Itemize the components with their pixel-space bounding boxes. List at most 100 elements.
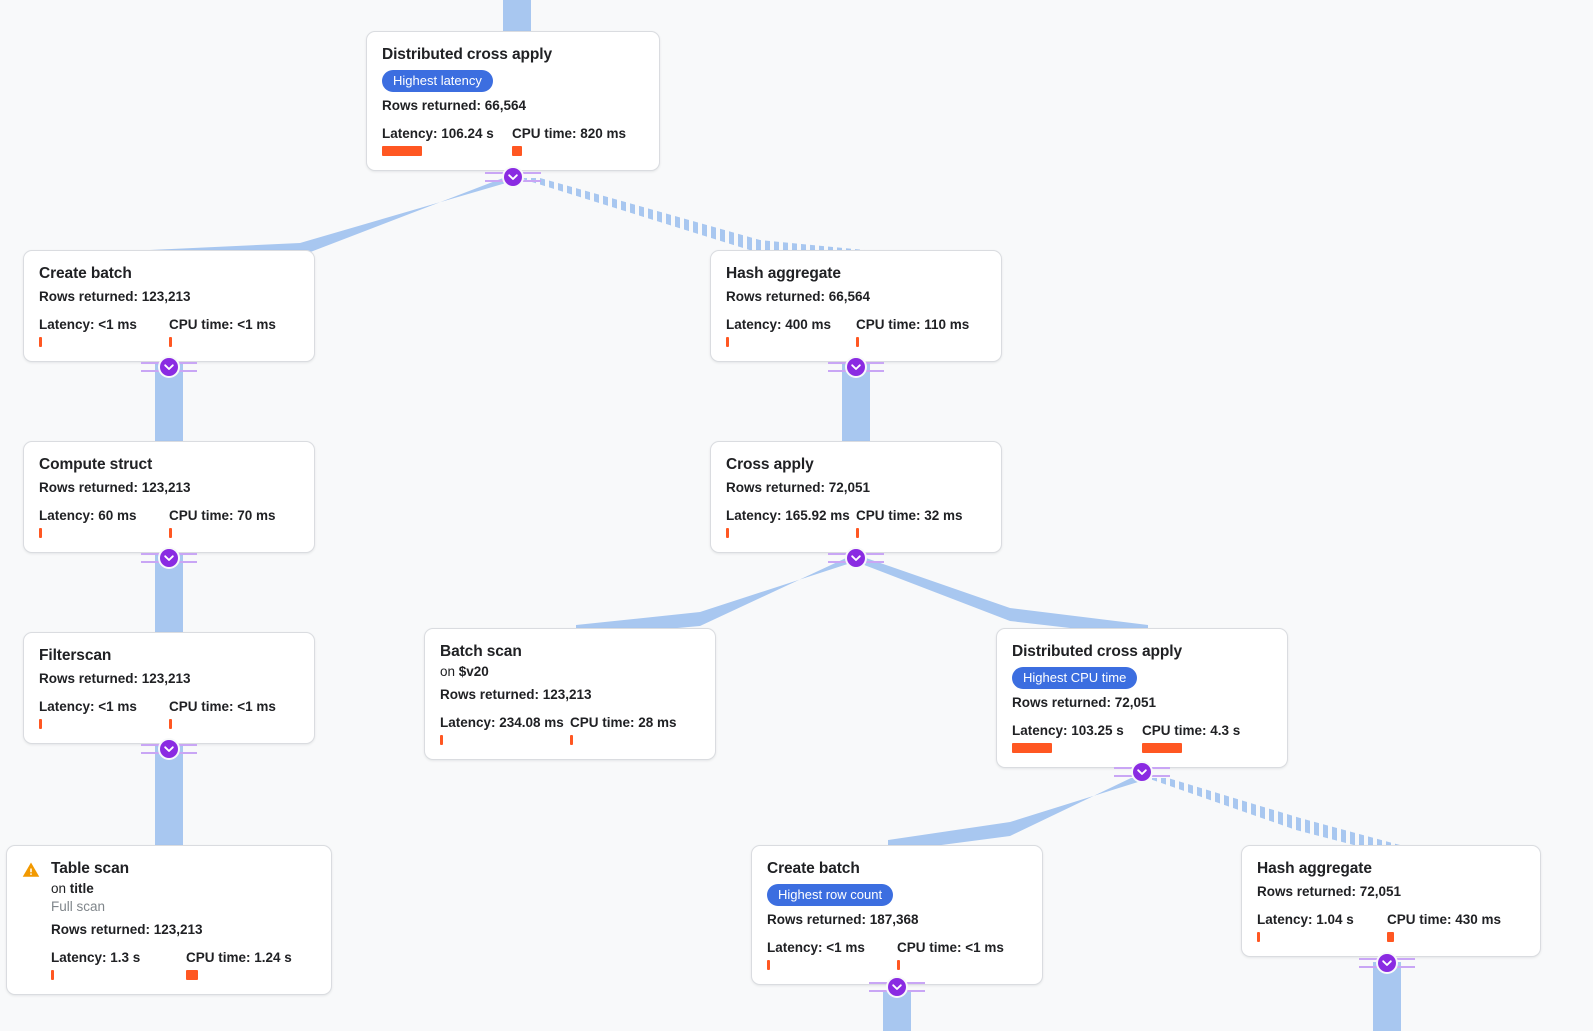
node-title: Cross apply [726,456,814,473]
collapse-handle-create-batch-left[interactable] [141,357,197,377]
chevron-down-icon[interactable] [847,358,865,376]
node-rows-returned: Rows returned: 123,213 [51,922,203,937]
node-scan-type: Full scan [51,899,106,914]
chevron-down-icon[interactable] [160,549,178,567]
node-rows-returned: Rows returned: 123,213 [440,687,592,702]
metric-cpu-label: CPU time: 4.3 s [1142,723,1241,738]
metric-latency-label: Latency: 165.92 ms [726,508,850,523]
chevron-down-icon[interactable] [160,358,178,376]
node-title: Filterscan [39,647,112,664]
collapse-handle-cross-apply[interactable] [828,548,884,568]
metric-latency-bar [726,337,729,347]
node-rows-returned: Rows returned: 187,368 [767,912,919,927]
collapse-handle-create-batch-rowcount[interactable] [869,977,925,997]
chevron-down-icon[interactable] [888,978,906,996]
node-rows-returned: Rows returned: 72,051 [1012,695,1157,710]
collapse-handle-distributed-cross-apply-root[interactable] [485,167,541,187]
node-subject: on $v20 [440,663,700,681]
metric-latency: Latency: <1 ms [39,317,169,347]
metric-cpu-label: CPU time: <1 ms [169,699,276,714]
metric-latency-bar [767,960,770,970]
chevron-down-icon[interactable] [1133,763,1151,781]
metric-cpu-label: CPU time: 820 ms [512,126,627,141]
metric-latency: Latency: 1.04 s [1257,912,1387,942]
metric-latency: Latency: <1 ms [39,699,169,729]
metric-latency-label: Latency: <1 ms [767,940,865,955]
node-title: Distributed cross apply [1012,643,1182,660]
metric-latency-bar [39,719,42,729]
metric-cpu-label: CPU time: 1.24 s [186,950,292,965]
metric-cpu-label: CPU time: 70 ms [169,508,276,523]
collapse-handle-distributed-cross-apply-cpu[interactable] [1114,762,1170,782]
node-title: Hash aggregate [726,265,841,282]
metric-cpu-bar [856,528,859,538]
metric-cpu: CPU time: 820 ms [512,126,626,156]
metric-cpu-label: CPU time: 430 ms [1387,912,1502,927]
metric-latency-bar [382,146,422,156]
metric-cpu-label: CPU time: <1 ms [169,317,276,332]
metric-cpu-bar [1142,743,1182,753]
metric-latency-bar [440,735,443,745]
metric-latency-bar [39,528,42,538]
chevron-down-icon[interactable] [847,549,865,567]
metric-latency-label: Latency: 103.25 s [1012,723,1124,738]
node-title: Table scan [51,860,129,877]
metric-cpu: CPU time: <1 ms [169,317,276,347]
metric-cpu-bar [897,960,900,970]
node-title: Compute struct [39,456,153,473]
collapse-handle-filterscan[interactable] [141,739,197,759]
node-rows-returned: Rows returned: 72,051 [1257,884,1402,899]
collapse-handle-compute-struct[interactable] [141,548,197,568]
node-metrics: Latency: <1 ms CPU time: <1 ms [767,940,1027,970]
node-badge: Highest CPU time [1012,667,1138,689]
collapse-handle-hash-aggregate-bottom[interactable] [1359,953,1415,973]
node-rows-returned: Rows returned: 66,564 [382,98,527,113]
metric-cpu-bar [570,735,573,745]
metric-latency-label: Latency: 1.3 s [51,950,141,965]
metric-cpu: CPU time: 28 ms [570,715,677,745]
node-badge: Highest latency [382,70,493,92]
node-title: Distributed cross apply [382,46,552,63]
chevron-down-icon[interactable] [504,168,522,186]
metric-latency: Latency: 1.3 s [51,950,186,980]
node-subject-value: title [69,881,94,896]
metric-latency: Latency: 103.25 s [1012,723,1142,753]
chevron-down-icon[interactable] [160,740,178,758]
metric-latency-label: Latency: 1.04 s [1257,912,1354,927]
metric-cpu-bar [1387,932,1394,942]
metric-cpu: CPU time: <1 ms [169,699,276,729]
collapse-handle-hash-aggregate-mid[interactable] [828,357,884,377]
metric-cpu: CPU time: <1 ms [897,940,1004,970]
metric-latency-label: Latency: 60 ms [39,508,137,523]
chevron-down-icon[interactable] [1378,954,1396,972]
node-metrics: Latency: 1.04 s CPU time: 430 ms [1257,912,1525,942]
